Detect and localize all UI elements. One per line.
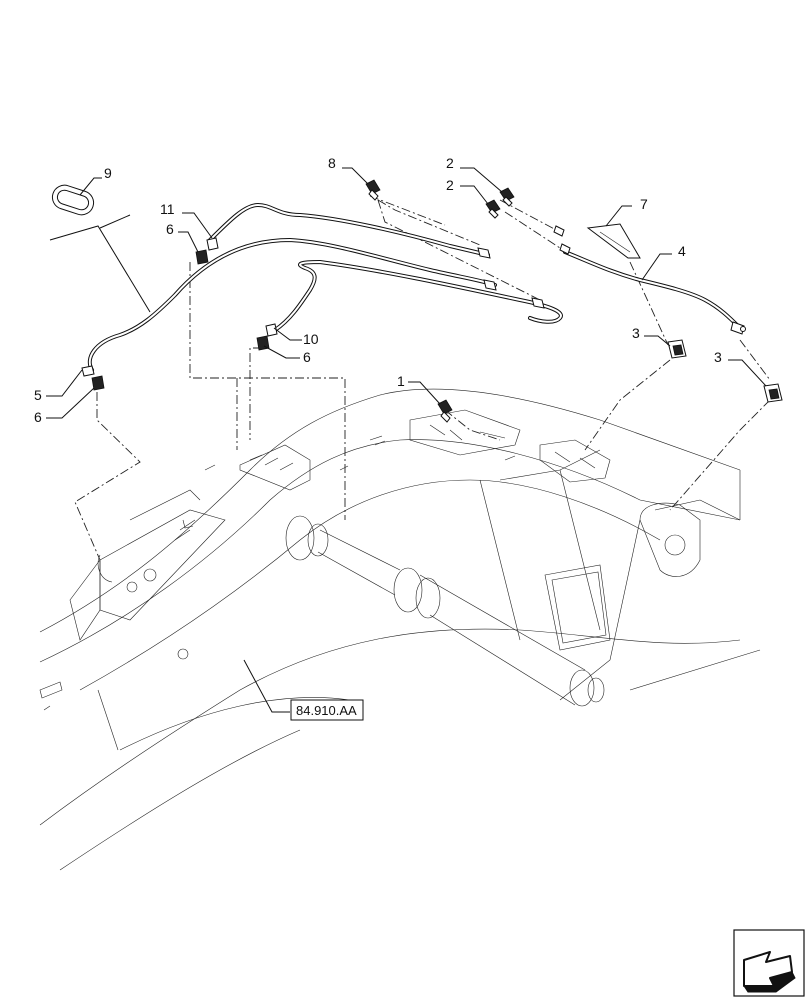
boom-structure	[39, 388, 761, 871]
callout-3-right: 3	[714, 349, 722, 365]
callout-1: 1	[397, 373, 405, 389]
callout-6-bottom: 6	[34, 409, 42, 425]
callout-6-middle: 6	[303, 349, 311, 365]
grease-tubes	[87, 203, 742, 372]
callout-5: 5	[34, 387, 42, 403]
assembly-lines	[74, 195, 771, 561]
part-3-fittings	[667, 339, 783, 403]
callout-labels: 9 8 2 2 7 11 6 4 10 6 3 3 5 6 1	[34, 155, 722, 425]
callout-7: 7	[640, 196, 648, 212]
part-8-fitting	[365, 179, 381, 201]
callout-6-top: 6	[166, 221, 174, 237]
callout-4: 4	[678, 243, 686, 259]
part-1-fitting	[437, 399, 453, 423]
tube-end-fittings	[477, 225, 746, 335]
part-7-plate	[586, 223, 641, 259]
callout-3-left: 3	[632, 325, 640, 341]
part-6-nuts	[81, 237, 278, 391]
part-2-fittings	[485, 187, 515, 219]
callout-2-upper: 2	[446, 155, 454, 171]
callout-2-lower: 2	[446, 177, 454, 193]
part-9-clip	[51, 184, 95, 216]
callout-10: 10	[303, 331, 319, 347]
boom-cylinder	[285, 515, 605, 707]
callout-11: 11	[160, 201, 175, 217]
navigation-arrow-icon[interactable]	[733, 929, 805, 997]
callout-8: 8	[328, 155, 336, 171]
reference-code[interactable]: 84.910.AA	[296, 703, 357, 718]
reference-link-box[interactable]: 84.910.AA	[290, 699, 364, 721]
leader-lines	[46, 167, 767, 713]
callout-9: 9	[104, 165, 112, 181]
